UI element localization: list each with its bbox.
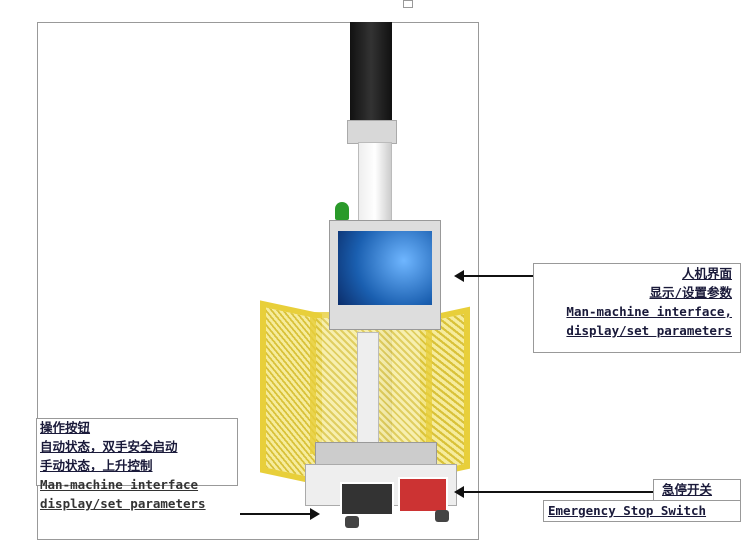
estop-label-zh: 急停开关 [662, 482, 713, 497]
buttons-label-zh-1: 操作按钮 [40, 420, 91, 435]
foot [345, 516, 359, 528]
buttons-label-en-2: display/set parameters [40, 496, 206, 511]
press-machine [255, 22, 475, 532]
emergency-stop-box [398, 477, 448, 513]
servo-motor [350, 22, 392, 120]
buttons-arrow [240, 508, 320, 520]
estop-en-box [543, 500, 741, 522]
image-frame [37, 22, 479, 540]
top-marker [403, 0, 413, 8]
signal-lamp [335, 202, 349, 220]
hmi-label-zh-1: 人机界面 [681, 266, 732, 281]
foot [435, 510, 449, 522]
work-table [315, 442, 437, 466]
hmi-label-en-2: display/set parameters [566, 323, 732, 338]
hmi-label: 人机界面 显示/设置参数 Man-machine interface, disp… [566, 264, 732, 340]
buttons-label-zh-2: 自动状态，双手安全启动 [40, 439, 178, 454]
hmi-label-en-1: Man-machine interface, [566, 304, 732, 319]
estop-label-en: Emergency Stop Switch [548, 503, 707, 518]
hmi-label-zh-2: 显示/设置参数 [649, 285, 732, 300]
buttons-label: 操作按钮 自动状态，双手安全启动 手动状态，上升控制 Man-machine i… [40, 418, 206, 513]
press-ram [357, 332, 379, 444]
hmi-label-box [533, 263, 741, 353]
buttons-label-zh-3: 手动状态，上升控制 [40, 458, 153, 473]
buttons-label-box [36, 418, 238, 486]
hmi-screen [338, 231, 432, 305]
estop-arrow [454, 486, 654, 498]
hmi-monitor [329, 220, 441, 330]
buttons-label-en-1: Man-machine interface [40, 477, 199, 492]
motor-flange [347, 120, 397, 144]
start-button-box [340, 482, 394, 516]
